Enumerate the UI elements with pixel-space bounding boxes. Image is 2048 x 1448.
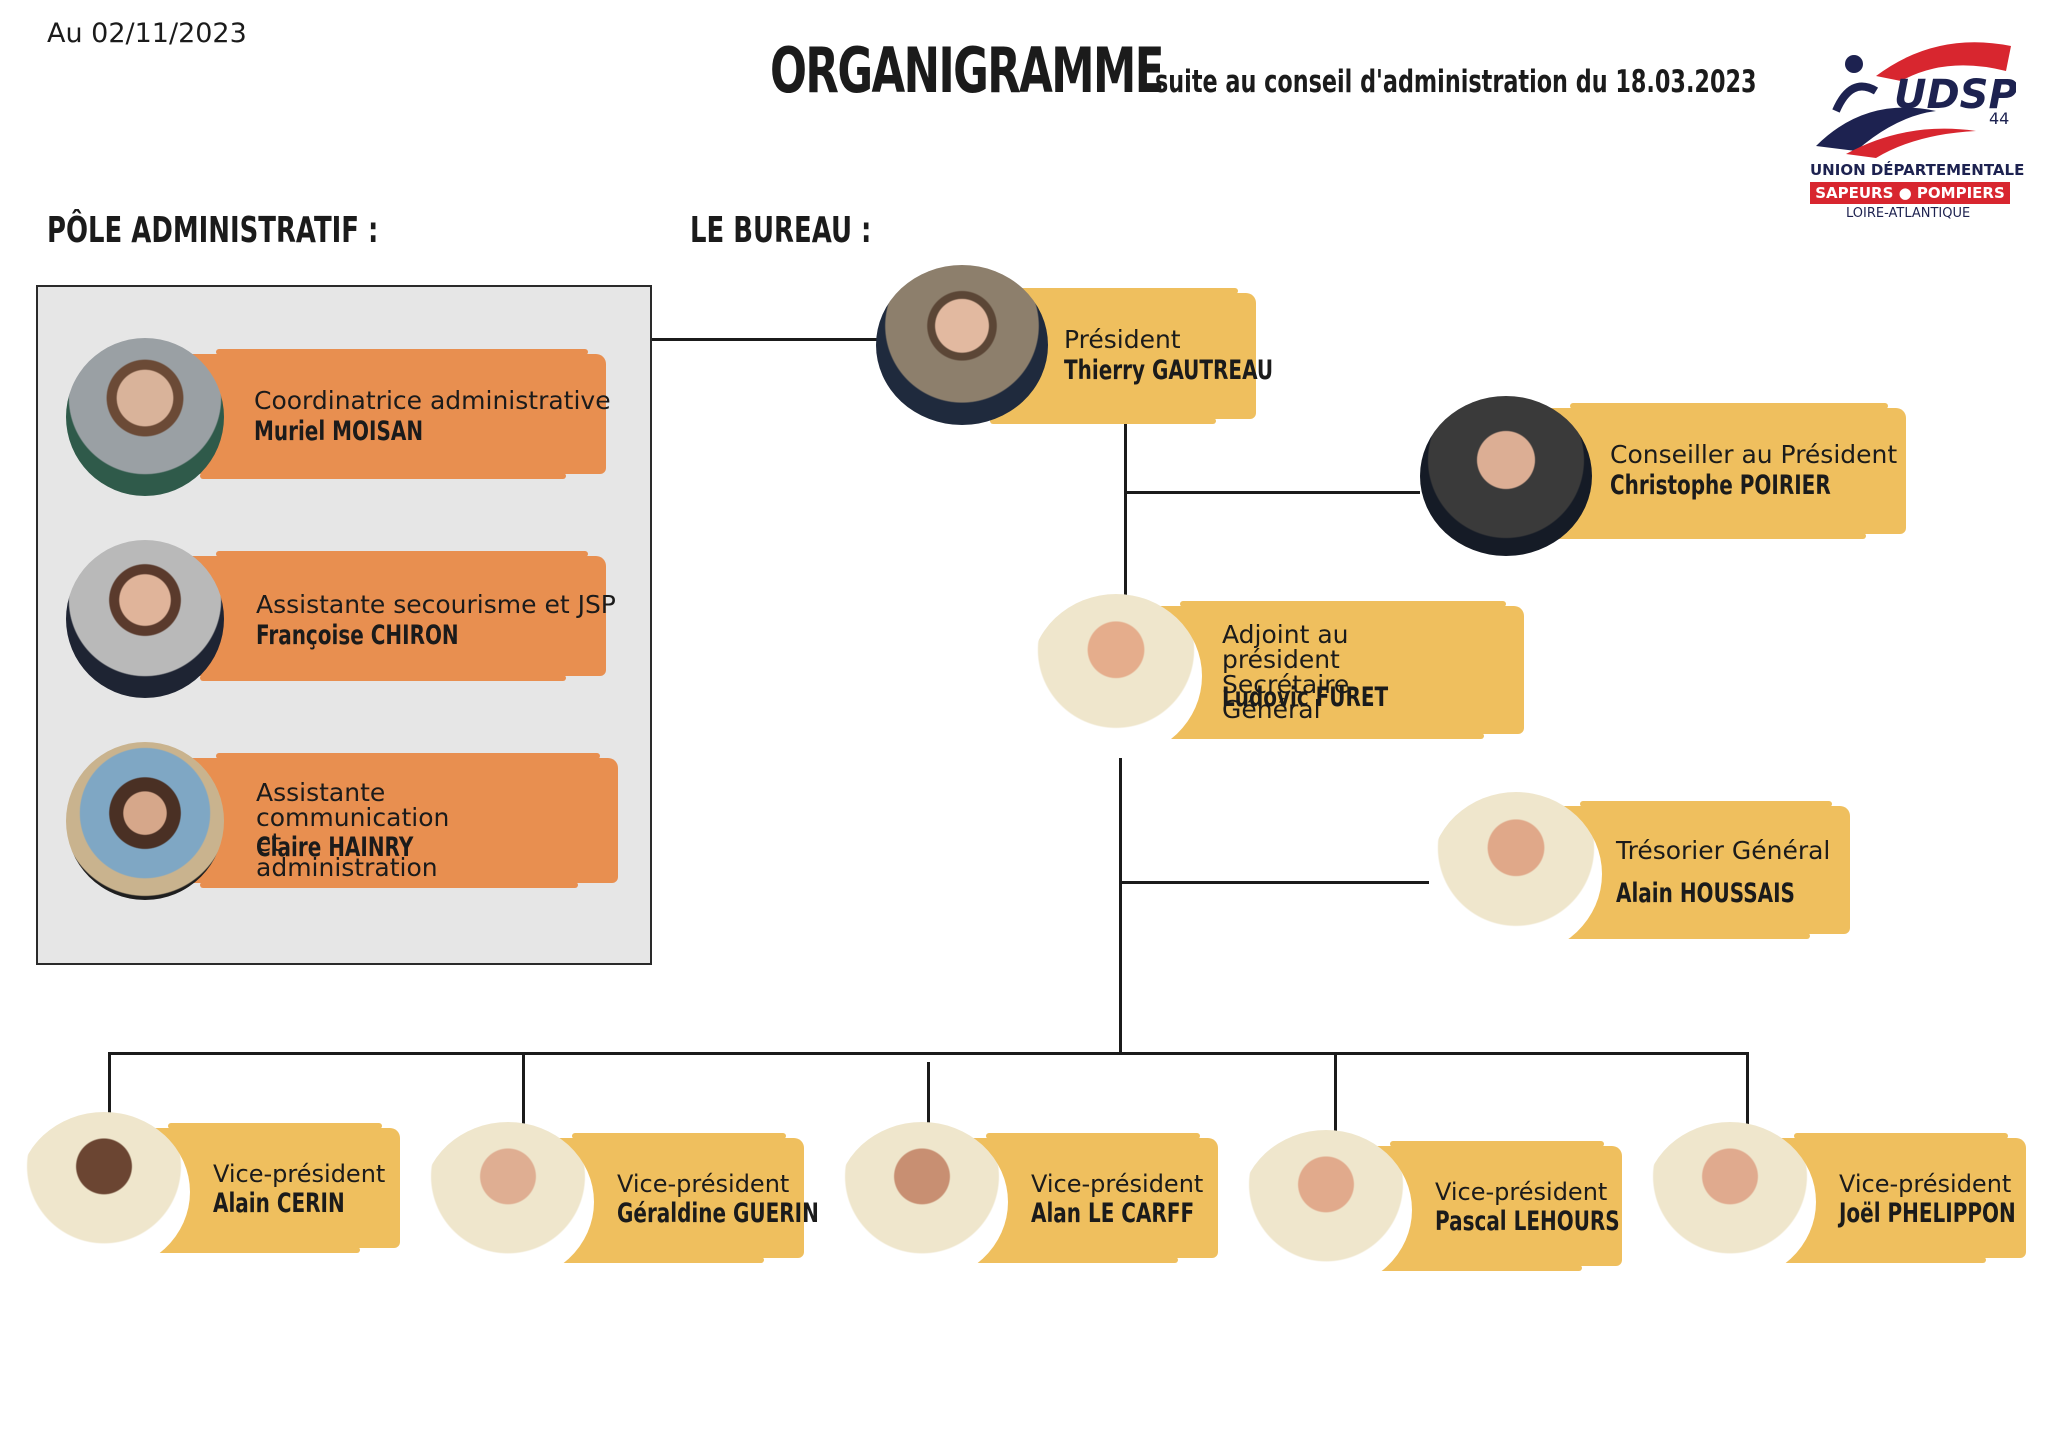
logo-number: 44 bbox=[1989, 109, 2009, 128]
card-role: Assistante secourisme et JSP bbox=[256, 590, 616, 619]
avatar bbox=[1030, 594, 1202, 758]
connector-tresorier bbox=[1119, 881, 1429, 884]
connector-vp-bar bbox=[108, 1052, 1748, 1055]
connector-vp-4 bbox=[1334, 1052, 1337, 1134]
udsp-logo-mark-icon: UDSP 44 bbox=[1816, 42, 2018, 158]
card-brush bbox=[186, 349, 606, 479]
card-role: Vice-président bbox=[213, 1160, 386, 1188]
udsp-logo: UDSP 44 UNION DÉPARTEMENTALE SAPEURS ● P… bbox=[1806, 36, 2024, 226]
avatar bbox=[1420, 396, 1592, 556]
card-role: Président bbox=[1064, 325, 1181, 354]
card-role: Vice-président bbox=[1031, 1170, 1204, 1198]
connector-president-adjoint bbox=[1124, 420, 1127, 596]
avatar bbox=[66, 338, 224, 496]
connector-admin-president bbox=[652, 338, 882, 341]
avatar bbox=[422, 1122, 594, 1282]
card-role: Vice-président bbox=[1839, 1170, 2012, 1198]
logo-line2: SAPEURS ● POMPIERS bbox=[1810, 182, 2010, 204]
card-name: Ludovic FURET bbox=[1222, 682, 1389, 713]
connector-vp-2 bbox=[522, 1052, 525, 1124]
avatar bbox=[18, 1112, 190, 1272]
card-name: Alain CERIN bbox=[213, 1188, 345, 1219]
card-brush bbox=[1540, 403, 1906, 539]
connector-vp-5 bbox=[1746, 1052, 1749, 1124]
card-brush bbox=[186, 753, 618, 888]
logo-line3: LOIRE-ATLANTIQUE bbox=[1846, 206, 1971, 221]
connector-vp-3 bbox=[927, 1062, 930, 1124]
card-name: Joël PHELIPPON bbox=[1839, 1198, 2016, 1229]
card-brush bbox=[186, 551, 606, 681]
logo-mark-text: UDSP bbox=[1894, 72, 2016, 118]
connector-adjoint-vp bbox=[1119, 758, 1122, 1054]
avatar bbox=[1430, 792, 1602, 956]
card-role: Adjoint au président Secrétaire Général bbox=[1222, 620, 1350, 724]
card-name: Pascal LEHOURS bbox=[1435, 1206, 1620, 1237]
section-bureau-heading: LE BUREAU : bbox=[690, 210, 872, 251]
avatar bbox=[1240, 1130, 1412, 1290]
card-name: Alain HOUSSAIS bbox=[1616, 878, 1795, 909]
card-name: Claire HAINRY bbox=[256, 832, 414, 863]
title-main: ORGANIGRAMME bbox=[770, 34, 1165, 107]
avatar bbox=[836, 1122, 1008, 1282]
card-role: Vice-président bbox=[617, 1170, 790, 1198]
card-name: Alan LE CARFF bbox=[1031, 1198, 1195, 1229]
card-role: Conseiller au Président bbox=[1610, 440, 1898, 469]
card-role: Trésorier Général bbox=[1616, 836, 1831, 865]
card-name: Muriel MOISAN bbox=[254, 416, 424, 447]
card-name: Thierry GAUTREAU bbox=[1064, 355, 1274, 386]
connector-vp-1 bbox=[108, 1052, 111, 1114]
logo-line1: UNION DÉPARTEMENTALE bbox=[1810, 161, 2025, 179]
card-brush bbox=[956, 1133, 1218, 1263]
card-name: Géraldine GUERIN bbox=[617, 1198, 819, 1229]
section-admin-heading: PÔLE ADMINISTRATIF : bbox=[47, 210, 379, 251]
page-title: ORGANIGRAMME suite au conseil d'administ… bbox=[770, 34, 1757, 107]
avatar bbox=[66, 742, 224, 900]
connector-conseiller bbox=[1124, 491, 1420, 494]
card-role: Vice-président bbox=[1435, 1178, 1608, 1206]
card-name: Françoise CHIRON bbox=[256, 620, 459, 651]
date-label: Au 02/11/2023 bbox=[47, 18, 247, 49]
avatar bbox=[876, 265, 1048, 425]
card-brush bbox=[1150, 601, 1524, 739]
avatar bbox=[1644, 1122, 1816, 1282]
card-role: Assistante communication et administrati… bbox=[256, 778, 450, 882]
card-name: Christophe POIRIER bbox=[1610, 470, 1831, 501]
card-brush bbox=[1360, 1141, 1622, 1271]
card-role: Coordinatrice administrative bbox=[254, 386, 611, 415]
title-subtitle: suite au conseil d'administration du 18.… bbox=[1155, 64, 1757, 100]
avatar bbox=[66, 540, 224, 698]
